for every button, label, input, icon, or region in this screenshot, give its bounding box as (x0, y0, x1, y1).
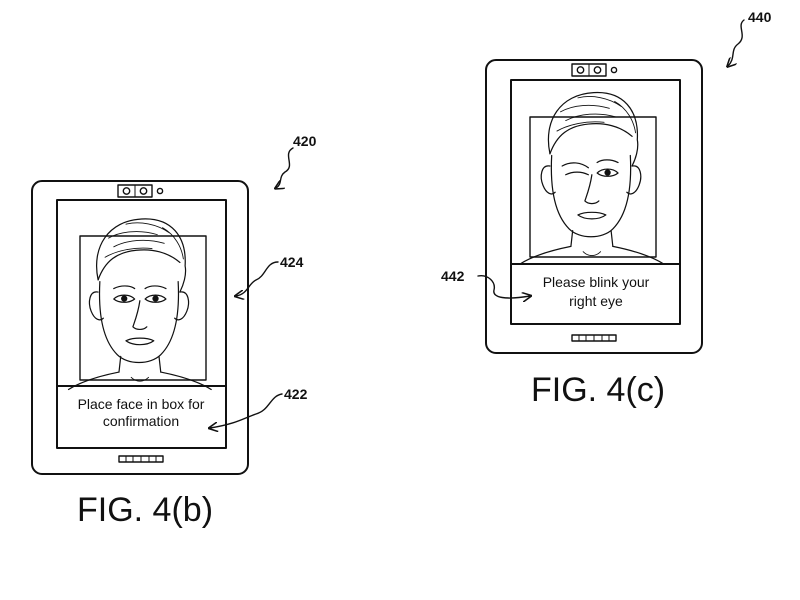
camera-icon (117, 184, 164, 198)
face-illustration (519, 91, 665, 265)
prompt-line-2: right eye (569, 293, 623, 309)
home-button-icon[interactable] (118, 455, 164, 463)
reference-arrow-icon (477, 275, 530, 298)
home-button-icon[interactable] (571, 334, 617, 342)
tablet-device-body (485, 59, 703, 354)
device-screen (56, 199, 227, 449)
tablet-device-body (31, 180, 249, 475)
face-alignment-box (529, 116, 657, 258)
prompt-line-2: confirmation (103, 413, 179, 429)
camera-icon (571, 63, 618, 77)
face-alignment-box (79, 235, 207, 381)
device-screen (510, 79, 681, 325)
ref-label-device: 440 (748, 9, 772, 25)
prompt-line-1: Place face in box for (78, 396, 205, 412)
reference-arrow-icon (728, 19, 745, 66)
figure-4c: Please blink your right eye 440 442 FIG.… (441, 9, 772, 409)
reference-arrow-icon (236, 261, 279, 296)
prompt-line-1: Please blink your (543, 274, 650, 290)
face-illustration (67, 218, 212, 391)
reference-arrow-icon (210, 393, 283, 428)
ref-label-screen: 424 (280, 254, 304, 270)
ref-label-prompt: 422 (284, 386, 308, 402)
figure-caption: FIG. 4(b) (77, 491, 213, 529)
figure-4b: Place face in box for confirmation 420 4… (31, 133, 317, 529)
reference-arrow-icon (276, 147, 294, 188)
figure-caption: FIG. 4(c) (531, 371, 665, 409)
ref-label-device: 420 (293, 133, 317, 149)
ref-label-prompt: 442 (441, 268, 465, 284)
